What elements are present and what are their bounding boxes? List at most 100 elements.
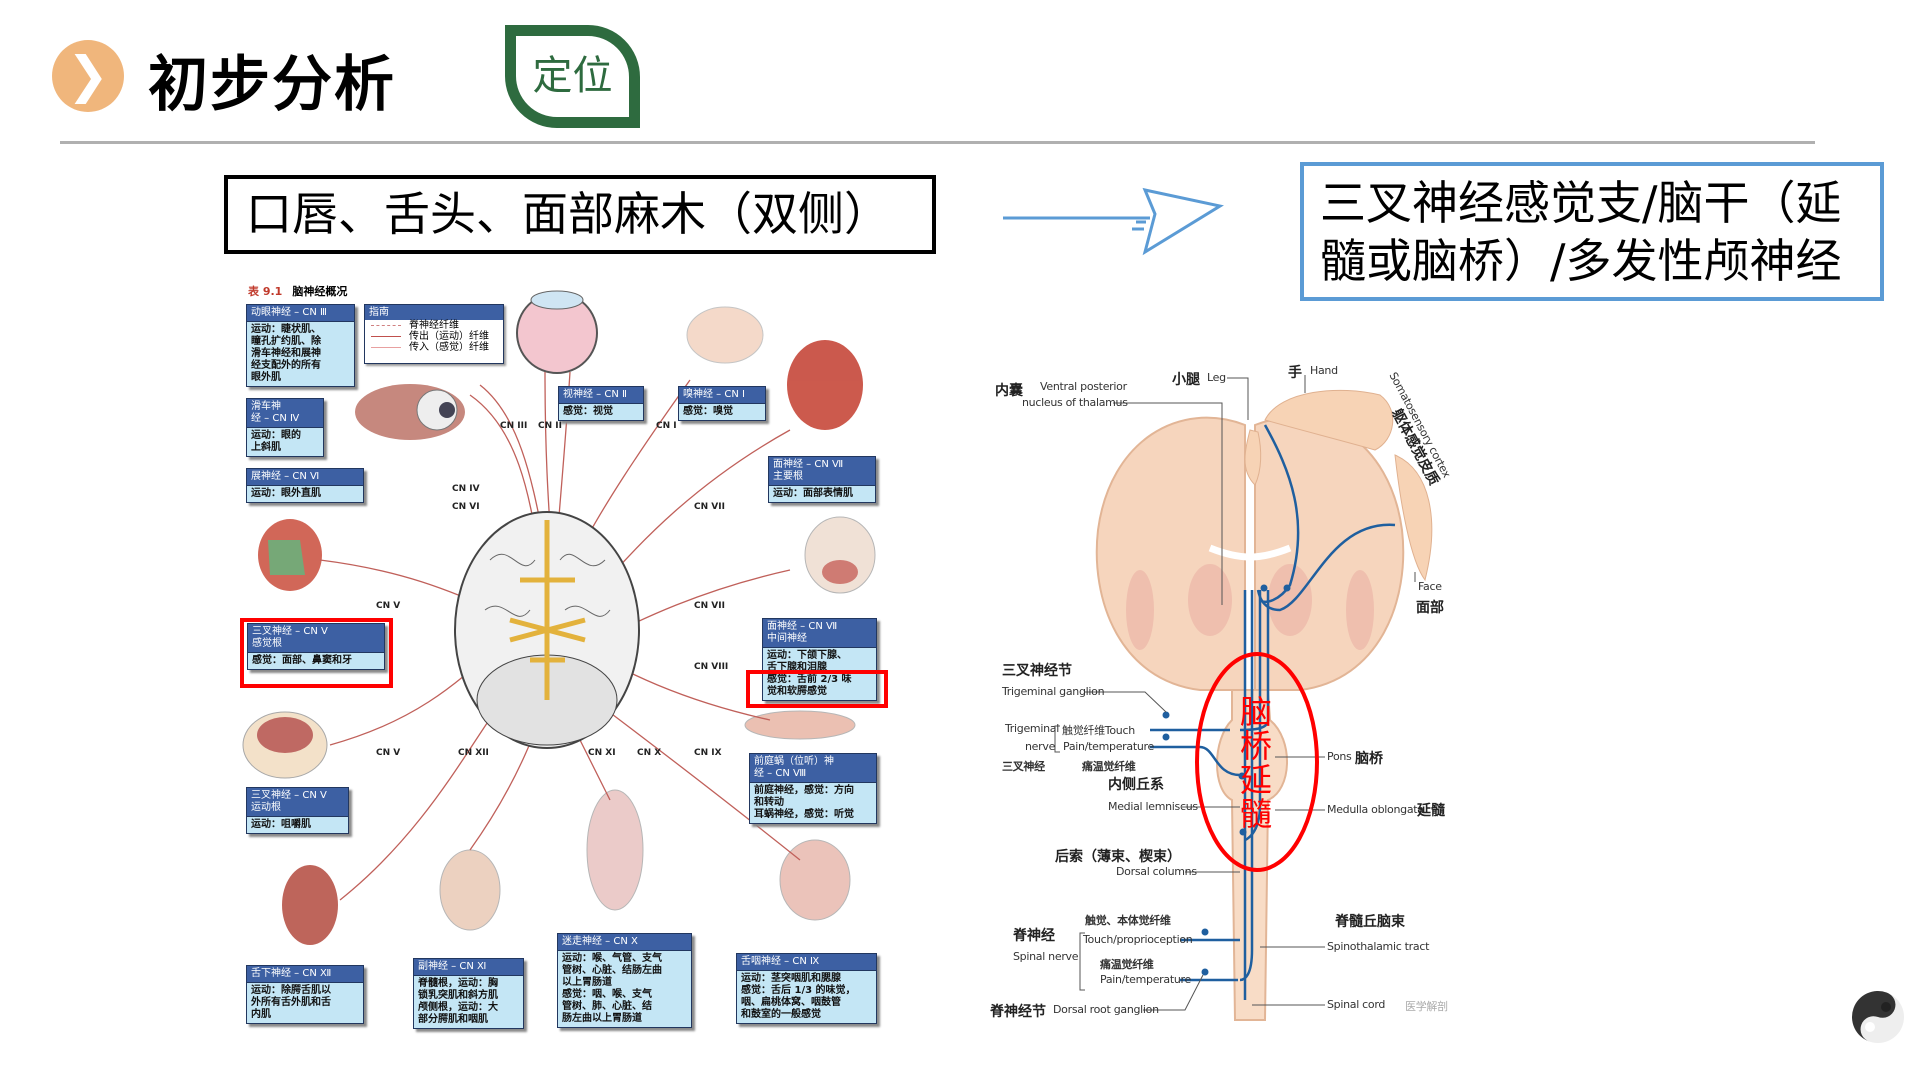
box-cn9: 舌咽神经 – CN Ⅸ 运动：茎突咽肌和腮腺 感觉：舌后 1/3 的味觉， 咽、扁…	[736, 953, 877, 1024]
cn-label: CN IX	[694, 748, 722, 758]
label-tp-en: Touch/proprioception	[1083, 933, 1193, 946]
label-pons-cn: 脑桥	[1355, 751, 1383, 767]
box-heading: 视神经 – CN Ⅱ	[559, 387, 643, 404]
legend-title: 指南	[365, 305, 503, 320]
label-tn-cn: 三叉神经	[1002, 760, 1045, 773]
label-pt-en: Pain/temperature	[1100, 973, 1191, 986]
table-title: 脑神经概况	[292, 285, 348, 298]
box-body: 感觉：视觉	[563, 406, 613, 417]
label-vpn-2: nucleus of thalamus	[1022, 396, 1128, 409]
label-medulla-cn: 延髓	[1417, 803, 1445, 819]
highlight-cn7-taste	[746, 670, 888, 708]
yin-yang-logo-icon	[1852, 991, 1904, 1043]
label-face-cn: 面部	[1416, 600, 1444, 616]
box-body: 运动：除腭舌肌以 外所有舌外肌和舌 内肌	[251, 985, 331, 1020]
chevron-right-icon: ❯	[52, 40, 124, 112]
label-tg-cn: 三叉神经节	[1002, 663, 1072, 679]
highlight-label: 脑桥延髓	[1239, 693, 1272, 833]
box-heading: 展神经 – CN Ⅵ	[247, 469, 363, 486]
label-internal-capsule: 内囊	[995, 383, 1023, 399]
conclusion-box: 三叉神经感觉支/脑干（延 髓或脑桥）/多发性颅神经	[1300, 162, 1884, 301]
box-heading: 舌下神经 – CN Ⅻ	[247, 966, 363, 983]
label-pain: Pain/temperature	[1063, 740, 1154, 753]
box-body: 运动：下颌下腺、 舌下腺和泪腺 感觉：舌前 2/3 味 觉和软腭感觉	[767, 650, 852, 697]
label-vpn-1: Ventral posterior	[1040, 380, 1127, 393]
highlight-cn5-sensory	[240, 618, 393, 688]
box-body: 运动：茎突咽肌和腮腺 感觉：舌后 1/3 的味觉， 咽、扁桃体窝、咽鼓管 和鼓室…	[741, 973, 856, 1020]
box-heading: 舌咽神经 – CN Ⅸ	[737, 954, 876, 971]
box-heading: 三叉神经 – CN Ⅴ 感觉根	[248, 624, 384, 653]
label-pt-cn: 痛温觉纤维	[1100, 958, 1154, 971]
right-hemisphere	[1254, 416, 1405, 691]
box-body: 运动：眼的 上斜肌	[251, 430, 301, 453]
brain-base	[454, 511, 640, 749]
cn-label: CN X	[637, 748, 662, 758]
box-body: 脊髓根，运动：胸 锁乳突肌和斜方肌 颅侧根，运动：大 部分腭肌和咽肌	[418, 978, 498, 1025]
label-tn-en1: Trigeminal	[1005, 722, 1059, 735]
cn-label: CN IV	[452, 484, 480, 494]
box-cn7-intermediate: 面神经 – CN Ⅶ 中间神经运动：下颌下腺、 舌下腺和泪腺 感觉：舌前 2/3…	[762, 618, 877, 701]
legend-text	[371, 336, 401, 337]
box-heading: 前庭蜗（位听）神 经 – CN Ⅷ	[750, 754, 876, 783]
label-ml-en: Medial lemniscus	[1108, 800, 1198, 813]
label-hand-en: Hand	[1310, 364, 1338, 377]
label-leg-cn: 小腿	[1172, 372, 1200, 388]
symptom-box: 口唇、舌头、面部麻木（双侧）	[224, 175, 936, 254]
box-cn7-main: 面神经 – CN Ⅶ 主要根运动：面部表情肌	[768, 456, 876, 503]
label-st-cn: 脊髓丘脑束	[1335, 914, 1405, 930]
cn-label: CN VIII	[694, 662, 729, 672]
box-body: 运动：咀嚼肌	[251, 819, 311, 830]
label-face-en: Face	[1418, 580, 1442, 593]
table-number: 表 9.1	[248, 285, 283, 298]
legend-text: 传出（运动）纤维	[409, 331, 489, 342]
label-touch: 触觉纤维Touch	[1062, 724, 1135, 737]
legend-item: 传出（运动）纤维	[365, 331, 503, 342]
label-dc-en: Dorsal columns	[1116, 865, 1197, 878]
box-heading: 滑车神 经 – CN Ⅳ	[247, 399, 323, 428]
box-body: 运动：面部表情肌	[773, 488, 853, 499]
box-body: 运动：睫状肌、 瞳孔扩约肌、除 滑车神经和展神 经支配外的所有 眼外肌	[251, 324, 321, 383]
watermark: 医学解剖	[1405, 1000, 1448, 1013]
cn-label: CN I	[656, 421, 677, 431]
label-dc-cn: 后索（薄束、楔束）	[1055, 849, 1181, 865]
conclusion-line-1: 三叉神经感觉支/脑干（延	[1320, 176, 1842, 230]
label-sc-en: Spinal cord	[1327, 998, 1386, 1011]
cn-label: CN XII	[458, 748, 489, 758]
label-drg-cn: 脊神经节	[990, 1004, 1046, 1020]
box-body: 感觉：面部、鼻窦和牙	[252, 655, 352, 666]
header-divider	[60, 141, 1815, 144]
box-body: 感觉：嗅觉	[683, 406, 733, 417]
legend-text: 脊神经纤维	[409, 320, 459, 331]
cn-label: CN VI	[452, 502, 480, 512]
conclusion-line-2: 髓或脑桥）/多发性颅神经	[1320, 234, 1842, 288]
box-heading: 面神经 – CN Ⅶ 主要根	[769, 457, 875, 486]
box-heading: 动眼神经 – CN Ⅲ	[247, 305, 354, 322]
box-cn11: 副神经 – CN Ⅺ 脊髓根，运动：胸 锁乳突肌和斜方肌 颅侧根，运动：大 部分腭…	[413, 958, 524, 1029]
eye-muscles	[355, 384, 465, 440]
page-title: 初步分析	[148, 50, 396, 120]
cn-label: CN VII	[694, 601, 725, 611]
left-hemisphere	[1095, 416, 1246, 691]
box-cn3: 动眼神经 – CN Ⅲ 运动：睫状肌、 瞳孔扩约肌、除 滑车神经和展神 经支配外的…	[246, 304, 355, 387]
box-cn5-motor: 三叉神经 – CN Ⅴ 运动根运动：咀嚼肌	[246, 787, 349, 834]
cn-label: CN III	[500, 421, 528, 431]
label-tp-cn: 触觉、本体觉纤维	[1085, 914, 1171, 927]
box-heading: 副神经 – CN Ⅺ	[414, 959, 523, 976]
legend-item: 传入（感觉）纤维	[365, 342, 503, 353]
legend-text	[371, 347, 401, 348]
paper-plane-arrow-icon	[1003, 187, 1224, 256]
box-cn12: 舌下神经 – CN Ⅻ 运动：除腭舌肌以 外所有舌外肌和舌 内肌	[246, 965, 364, 1024]
label-st-en: Spinothalamic tract	[1327, 940, 1430, 953]
label-leg-en: Leg	[1207, 371, 1226, 384]
cn-label: CN VII	[694, 502, 725, 512]
label-tg-en: Trigeminal ganglion	[1002, 685, 1105, 698]
box-heading: 迷走神经 – CN Ⅹ	[558, 934, 691, 951]
label-medulla-en: Medulla oblongata	[1327, 803, 1424, 816]
label-ml-cn: 内侧丘系	[1108, 777, 1164, 793]
box-cn5-sensory: 三叉神经 – CN Ⅴ 感觉根感觉：面部、鼻窦和牙	[247, 623, 385, 670]
